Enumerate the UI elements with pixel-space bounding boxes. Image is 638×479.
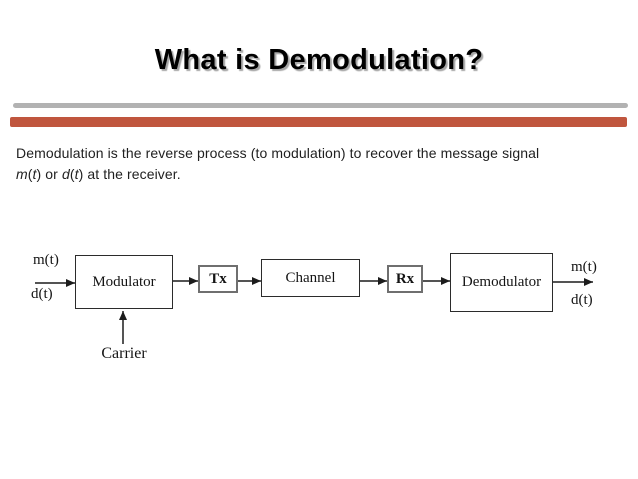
block-rx: Rx xyxy=(387,265,423,293)
divider-red-bar xyxy=(10,117,627,127)
diagram-arrows xyxy=(35,277,593,344)
output-signal-label-mt: m(t) xyxy=(571,259,597,275)
input-signal-label-mt: m(t) xyxy=(33,252,59,268)
output-signal-label-dt: d(t) xyxy=(571,292,593,308)
block-demodulator: Demodulator xyxy=(450,253,553,312)
body-line1: Demodulation is the reverse process (to … xyxy=(16,145,540,161)
page-title: What is Demodulation? xyxy=(154,44,484,76)
body-paren: ) xyxy=(36,166,42,182)
body-paragraph: Demodulation is the reverse process (to … xyxy=(16,143,628,185)
body-var-m: m xyxy=(16,166,28,182)
body-var-t: t xyxy=(32,166,37,182)
divider-gray-bar xyxy=(13,103,628,108)
block-channel: Channel xyxy=(261,259,360,297)
body-var-t: t xyxy=(74,166,79,182)
block-tx-label: Tx xyxy=(209,270,227,287)
block-demodulator-label: Demodulator xyxy=(461,274,542,290)
body-var-d: d xyxy=(61,166,70,182)
block-modulator-label: Modulator xyxy=(92,273,156,290)
carrier-label: Carrier xyxy=(101,345,147,362)
block-rx-label: Rx xyxy=(395,270,415,287)
body-paren: ) xyxy=(78,166,84,182)
body-conjunction: or xyxy=(41,166,62,182)
input-signal-label-dt: d(t) xyxy=(31,286,53,302)
block-tx: Tx xyxy=(198,265,238,293)
block-modulator: Modulator xyxy=(75,255,173,309)
body-paren: ( xyxy=(69,166,75,182)
block-channel-label: Channel xyxy=(285,269,336,286)
block-diagram: m(t) d(t) Modulator Tx Channel Rx Demodu… xyxy=(0,240,638,380)
body-paren: ( xyxy=(27,166,33,182)
body-tail: at the receiver. xyxy=(83,166,181,182)
